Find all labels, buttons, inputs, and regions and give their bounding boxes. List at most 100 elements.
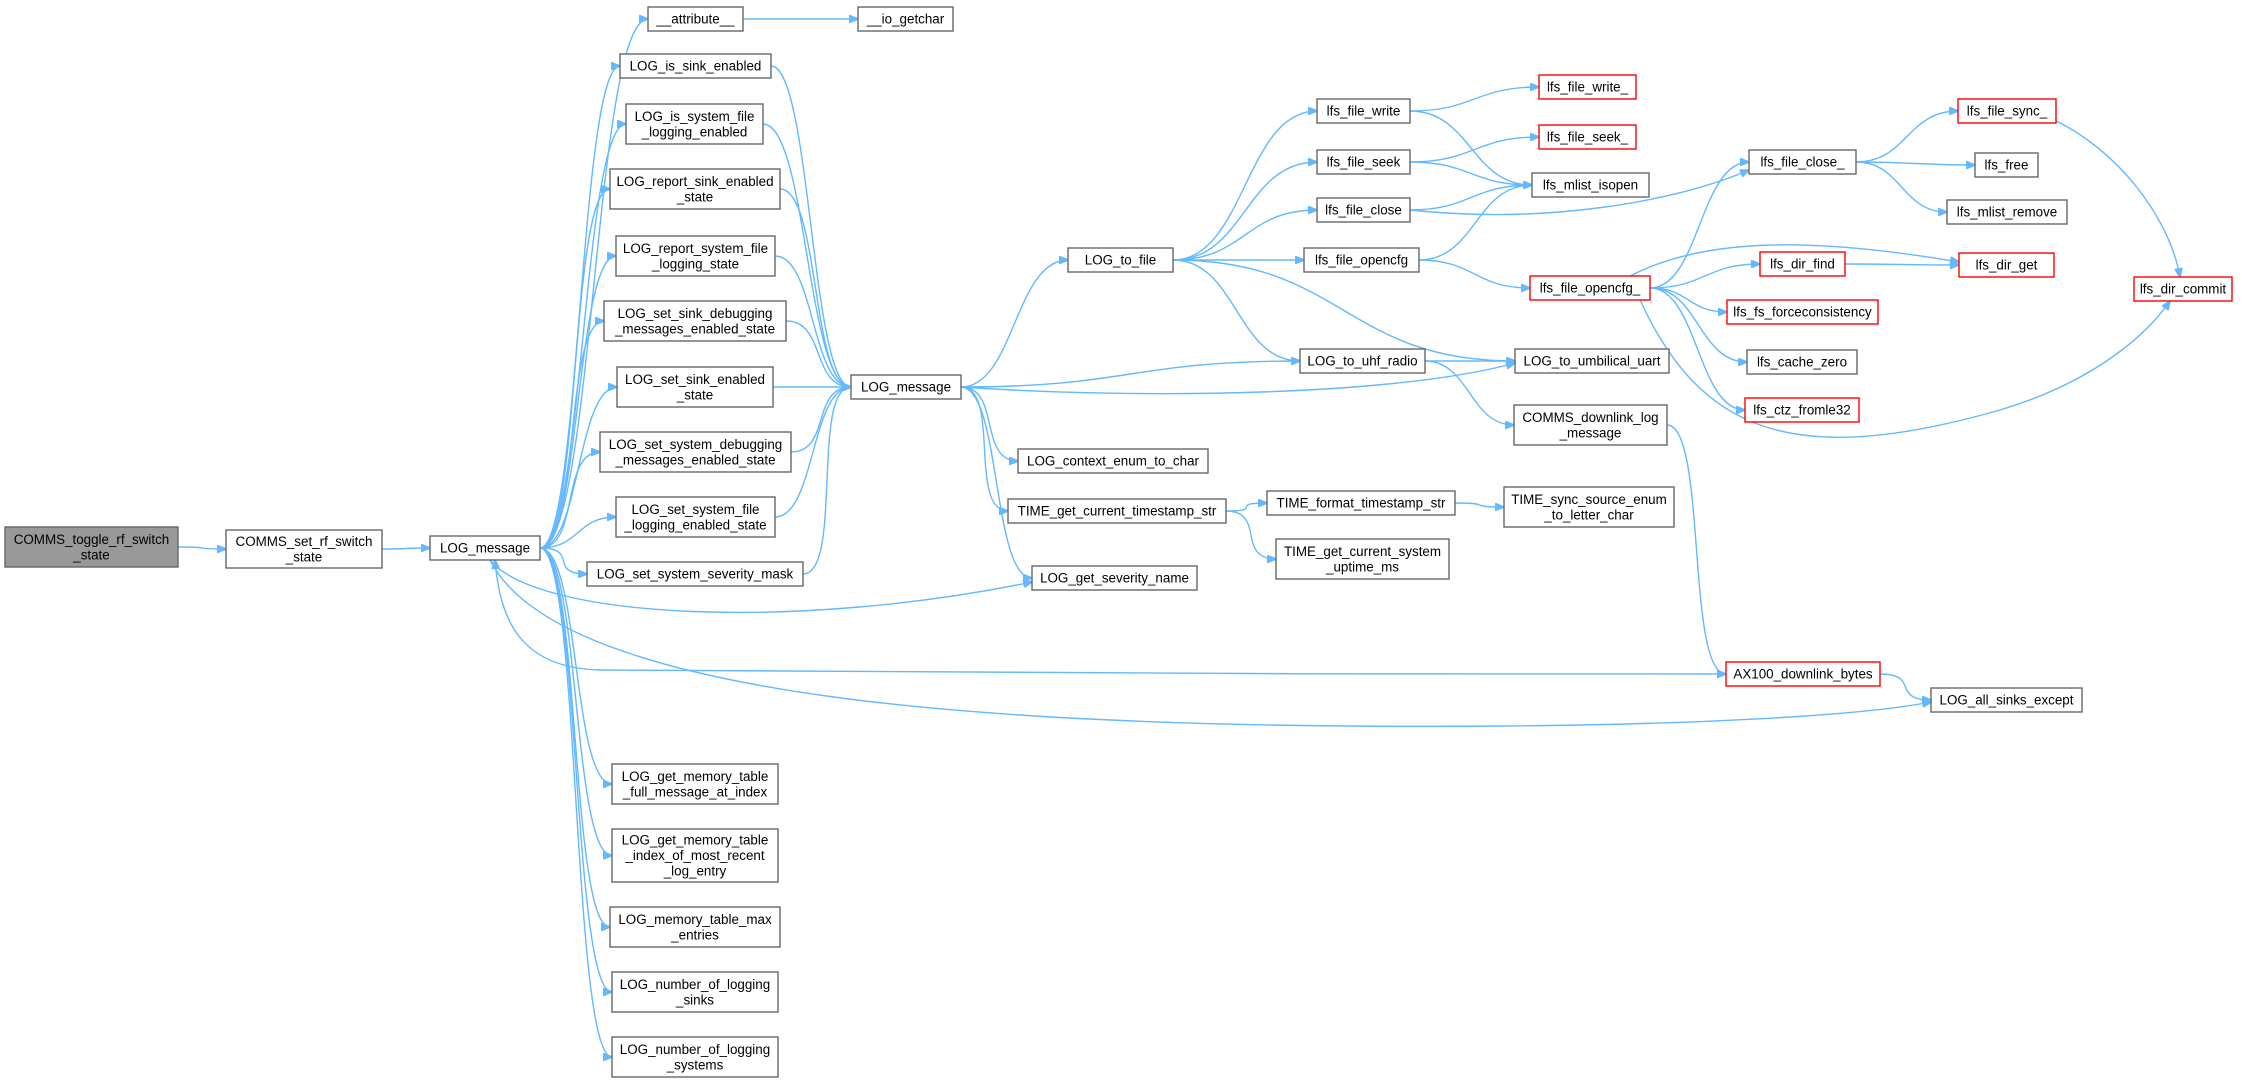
function-node-label: LOG_report_system_file: [623, 241, 768, 256]
function-node-f_write_[interactable]: lfs_file_write_: [1538, 74, 1637, 100]
call-edge-f_opencfg_-to-ctz: [1649, 287, 1745, 410]
function-node-label: lfs_file_seek_: [1547, 130, 1629, 145]
function-node-set_sink_en[interactable]: LOG_set_sink_enabled_state: [616, 366, 774, 408]
function-node-report_sysfile[interactable]: LOG_report_system_file_logging_state: [615, 235, 776, 277]
call-edge-ax100-to-all_sinks: [1879, 673, 1931, 700]
function-node-is_sysfile[interactable]: LOG_is_system_file_logging_enabled: [625, 103, 764, 145]
function-node-label: LOG_set_sink_debugging: [618, 306, 773, 321]
call-edge-logmsg1-to-mem_max: [539, 547, 610, 927]
call-edge-logmsg1-to-mem_full: [539, 547, 612, 784]
function-node-label: lfs_file_opencfg: [1315, 253, 1408, 268]
function-node-label: COMMS_toggle_rf_switch: [14, 532, 170, 547]
call-edge-f_opencfg_-to-fs_force: [1649, 287, 1727, 312]
function-node-mlist_isopen[interactable]: lfs_mlist_isopen: [1531, 172, 1650, 198]
function-node-to_file[interactable]: LOG_to_file: [1067, 247, 1174, 273]
function-node-f_opencfg_[interactable]: lfs_file_opencfg_: [1529, 275, 1651, 301]
function-node-f_seek_[interactable]: lfs_file_seek_: [1538, 124, 1637, 150]
call-edge-f_sync_-to-dir_commit: [2049, 117, 2180, 277]
function-node-ax100[interactable]: AX100_downlink_bytes: [1725, 661, 1881, 687]
function-node-label: LOG_is_sink_enabled: [630, 59, 762, 74]
function-node-label: COMMS_set_rf_switch: [236, 534, 373, 549]
function-node-set_rf[interactable]: COMMS_set_rf_switch_state: [225, 529, 383, 569]
function-node-is_sink[interactable]: LOG_is_sink_enabled: [619, 53, 772, 79]
function-node-set_sev[interactable]: LOG_set_system_severity_mask: [586, 561, 804, 587]
function-node-all_sinks[interactable]: LOG_all_sinks_except: [1930, 687, 2083, 713]
function-node-f_seek[interactable]: lfs_file_seek: [1316, 149, 1411, 175]
function-node-box: [1529, 275, 1651, 301]
function-node-logmsg1[interactable]: LOG_message: [429, 535, 541, 561]
function-node-report_sink[interactable]: LOG_report_sink_enabled_state: [609, 168, 781, 210]
call-edge-logmsg2-to-to_file: [960, 260, 1068, 388]
function-node-label: lfs_file_sync_: [1967, 104, 2048, 119]
call-edge-logmsg2-to-uhf: [960, 361, 1300, 388]
call-edge-f_write-to-f_write_: [1409, 87, 1539, 112]
call-edge-logmsg1-to-set_sink_dbg: [539, 321, 604, 549]
function-node-fmt_ts[interactable]: TIME_format_timestamp_str: [1266, 490, 1456, 516]
function-node-label: LOG_set_system_debugging: [609, 437, 782, 452]
function-node-mem_full[interactable]: LOG_get_memory_table_full_message_at_ind…: [611, 763, 779, 805]
function-node-mem_idx[interactable]: LOG_get_memory_table_index_of_most_recen…: [611, 828, 779, 883]
call-edge-f_close-to-mlist_isopen: [1409, 185, 1532, 211]
call-edge-f_close_-to-f_sync_: [1855, 111, 1958, 163]
function-node-label: _message: [1559, 425, 1622, 440]
function-node-box: [850, 374, 962, 400]
function-node-cache_zero[interactable]: lfs_cache_zero: [1746, 349, 1858, 375]
function-node-set_sink_dbg[interactable]: LOG_set_sink_debugging_messages_enabled_…: [603, 300, 787, 342]
function-node-label: LOG_get_memory_table: [622, 833, 769, 848]
call-edge-logmsg1-to-report_sysfile: [539, 256, 616, 549]
function-node-ctx_enum[interactable]: LOG_context_enum_to_char: [1017, 448, 1209, 474]
call-edge-logmsg2-to-ctx_enum: [960, 386, 1018, 461]
function-node-mlist_remove[interactable]: lfs_mlist_remove: [1946, 199, 2068, 225]
function-node-num_sinks[interactable]: LOG_number_of_logging_sinks: [611, 971, 779, 1013]
function-node-box: [1746, 349, 1858, 375]
call-edge-set_sink_dbg-to-logmsg2: [785, 320, 851, 387]
function-node-set_sys_file[interactable]: LOG_set_system_file_logging_enabled_stat…: [615, 496, 776, 538]
function-node-box: [1316, 197, 1411, 223]
function-node-f_write[interactable]: lfs_file_write: [1316, 98, 1411, 124]
function-node-label: LOG_memory_table_max: [618, 912, 772, 927]
function-node-box: [1514, 348, 1670, 374]
function-node-mem_max[interactable]: LOG_memory_table_max_entries: [609, 906, 781, 948]
function-node-root[interactable]: COMMS_toggle_rf_switch_state: [4, 526, 179, 568]
function-node-label: _uptime_ms: [1325, 559, 1399, 574]
function-node-dl_log[interactable]: COMMS_downlink_log_message: [1513, 404, 1668, 446]
function-node-box: [1744, 397, 1860, 423]
call-edge-root-to-set_rf: [177, 547, 226, 549]
function-node-f_close[interactable]: lfs_file_close: [1316, 197, 1411, 223]
function-node-ctz[interactable]: lfs_ctz_fromle32: [1744, 397, 1860, 423]
function-node-umb[interactable]: LOG_to_umbilical_uart: [1514, 348, 1670, 374]
function-node-f_opencfg[interactable]: lfs_file_opencfg: [1303, 247, 1420, 273]
function-node-label: LOG_number_of_logging: [620, 1042, 770, 1057]
function-node-num_sys[interactable]: LOG_number_of_logging_systems: [611, 1036, 779, 1078]
function-node-box: [1007, 498, 1227, 524]
function-node-io_getchar[interactable]: __io_getchar: [857, 6, 954, 32]
function-node-sev_name[interactable]: LOG_get_severity_name: [1031, 565, 1198, 591]
function-node-box: [1316, 149, 1411, 175]
function-node-label: lfs_file_seek: [1327, 155, 1401, 170]
function-node-f_sync_[interactable]: lfs_file_sync_: [1957, 98, 2057, 124]
function-node-fs_force[interactable]: lfs_fs_forceconsistency: [1726, 299, 1879, 325]
call-edge-logmsg2-to-sev_name: [960, 386, 1032, 578]
call-edge-set_sys_file-to-logmsg2: [774, 387, 851, 518]
function-node-label: lfs_dir_get: [1976, 258, 2038, 273]
call-edge-logmsg1-to-mem_idx: [539, 547, 612, 856]
function-node-box: [1503, 486, 1675, 528]
function-node-lfs_free[interactable]: lfs_free: [1974, 152, 2039, 178]
function-node-dir_find[interactable]: lfs_dir_find: [1759, 251, 1846, 277]
function-node-label: lfs_cache_zero: [1757, 355, 1847, 370]
function-node-label: lfs_file_opencfg_: [1540, 281, 1641, 296]
function-node-sync_enum[interactable]: TIME_sync_source_enum_to_letter_char: [1503, 486, 1675, 528]
call-edge-ts_str-to-fmt_ts: [1225, 503, 1267, 512]
function-node-set_sys_dbg[interactable]: LOG_set_system_debugging_messages_enable…: [599, 431, 792, 473]
function-node-logmsg2[interactable]: LOG_message: [850, 374, 962, 400]
function-node-f_close_[interactable]: lfs_file_close_: [1748, 149, 1857, 175]
function-node-dir_commit[interactable]: lfs_dir_commit: [2133, 276, 2233, 302]
function-node-box: [619, 53, 772, 79]
function-node-label: lfs_mlist_remove: [1957, 205, 2057, 220]
function-node-ts_str[interactable]: TIME_get_current_timestamp_str: [1007, 498, 1227, 524]
function-node-uptime[interactable]: TIME_get_current_system_uptime_ms: [1275, 538, 1450, 580]
function-node-attr[interactable]: __attribute__: [647, 6, 744, 32]
call-edge-logmsg1-to-report_sink: [539, 189, 610, 549]
function-node-uhf[interactable]: LOG_to_uhf_radio: [1299, 348, 1426, 374]
function-node-dir_get[interactable]: lfs_dir_get: [1958, 252, 2055, 278]
